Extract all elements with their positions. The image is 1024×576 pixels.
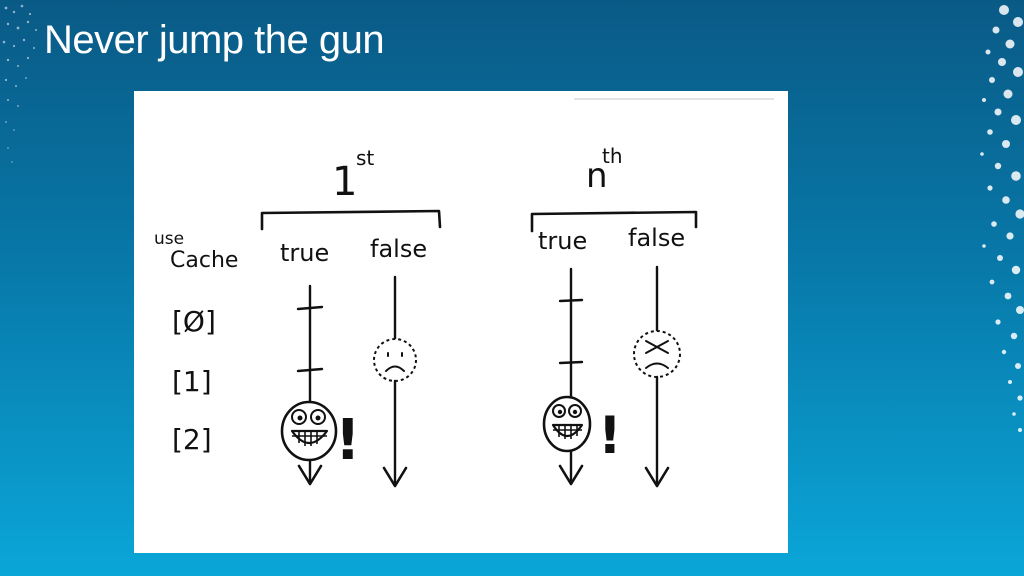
group-first-superscript: st <box>356 146 374 170</box>
diagram-panel: use Cache [Ø] [1] [2] 1 st true false <box>134 91 788 553</box>
group-first-true-tick-1 <box>296 367 324 373</box>
group-nth-exclamation: ! <box>598 406 622 466</box>
grinning-face-icon <box>542 395 592 453</box>
group-first: 1 st true false <box>260 146 442 488</box>
frowning-face-icon <box>373 338 417 382</box>
decorative-dots-left <box>2 4 37 163</box>
group-first-col-true-label: true <box>280 239 329 267</box>
grinning-face-icon <box>280 400 338 462</box>
group-nth-true-tick-0 <box>558 298 584 303</box>
slide-title: Never jump the gun <box>44 18 385 62</box>
row-label-0: [Ø] <box>172 305 216 338</box>
group-first-col-false-label: false <box>370 235 427 263</box>
group-nth: n th true false <box>530 144 698 488</box>
group-nth-superscript: th <box>602 144 623 168</box>
group-first-exclamation: ! <box>335 408 361 473</box>
group-first-name: 1 <box>332 159 357 205</box>
group-nth-true-tick-1 <box>558 360 584 365</box>
cache-diagram: use Cache [Ø] [1] [2] 1 st true false <box>154 98 774 488</box>
group-first-true-tick-0 <box>296 305 324 311</box>
row-header-line2: Cache <box>170 248 238 273</box>
dead-face-icon <box>633 330 681 378</box>
group-nth-bracket <box>530 210 698 233</box>
group-nth-col-true-label: true <box>538 227 587 255</box>
group-first-bracket <box>260 209 442 231</box>
group-nth-col-false-label: false <box>628 224 685 252</box>
decorative-dots-right <box>980 5 1024 432</box>
group-nth-name: n <box>586 156 608 196</box>
row-label-2: [2] <box>172 423 212 456</box>
row-header-line1: use <box>154 229 184 249</box>
row-label-1: [1] <box>172 365 212 398</box>
